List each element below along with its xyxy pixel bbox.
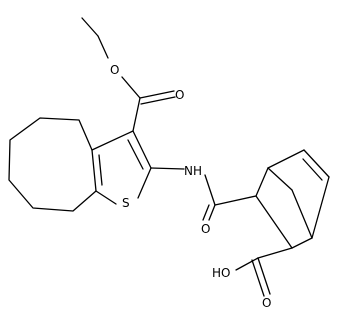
bond-acid-carbonyl [251, 257, 271, 297]
bond-ester-o-c [121, 76, 141, 99]
bond-amide-c-bicyclo [214, 195, 257, 206]
bond-ester-c-ring [132, 97, 141, 132]
bond-bicyclo-c1-c6 [267, 149, 305, 169]
acid-carbonyl-oxygen-label: O [262, 296, 271, 310]
bond-bicyclo-acid-c [257, 247, 293, 259]
bond-thiophene-c7a-c3a [91, 149, 103, 192]
amide-nh-label: NH [184, 164, 202, 178]
bond-cycloheptane [8, 117, 97, 212]
bond-ester-carbonyl [139, 90, 176, 105]
bond-bicyclo-bridge-c4 [291, 189, 313, 239]
bond-bicyclo-c6-c5-double [302, 149, 330, 181]
amide-oxygen-label: O [201, 222, 210, 236]
bond-thiophene-c3a-c3 [91, 130, 134, 151]
bond-c2-nh [150, 167, 185, 170]
ester-ether-oxygen-label: O [110, 63, 119, 77]
bond-nh-amide-c [204, 174, 216, 206]
bond-bicyclo-c4-c3 [291, 237, 313, 249]
ester-carbonyl-oxygen-label: O [175, 88, 184, 102]
bond-bicyclo-c3-c2 [255, 195, 293, 249]
bond-thiophene-s-c7a [95, 190, 117, 205]
atom-labels: O O NH S O HO O [110, 63, 271, 310]
bond-ethyl-ch2-o [97, 35, 109, 59]
thiophene-sulfur-label: S [122, 196, 130, 210]
bond-bicyclo-c5-c4 [311, 176, 330, 239]
bond-thiophene-c2-s [137, 167, 152, 199]
bonds [8, 17, 330, 297]
acid-hydroxyl-label: HO [212, 266, 230, 280]
bond-ethyl-ch3 [81, 17, 99, 37]
bond-amide-carbonyl [202, 204, 216, 221]
bond-thiophene-c3-c2 [127, 130, 152, 170]
bond-bicyclo-bridge-c1 [267, 167, 293, 191]
bond-bicyclo-c2-c1 [255, 167, 269, 197]
bond-acid-c-oh [235, 257, 259, 271]
